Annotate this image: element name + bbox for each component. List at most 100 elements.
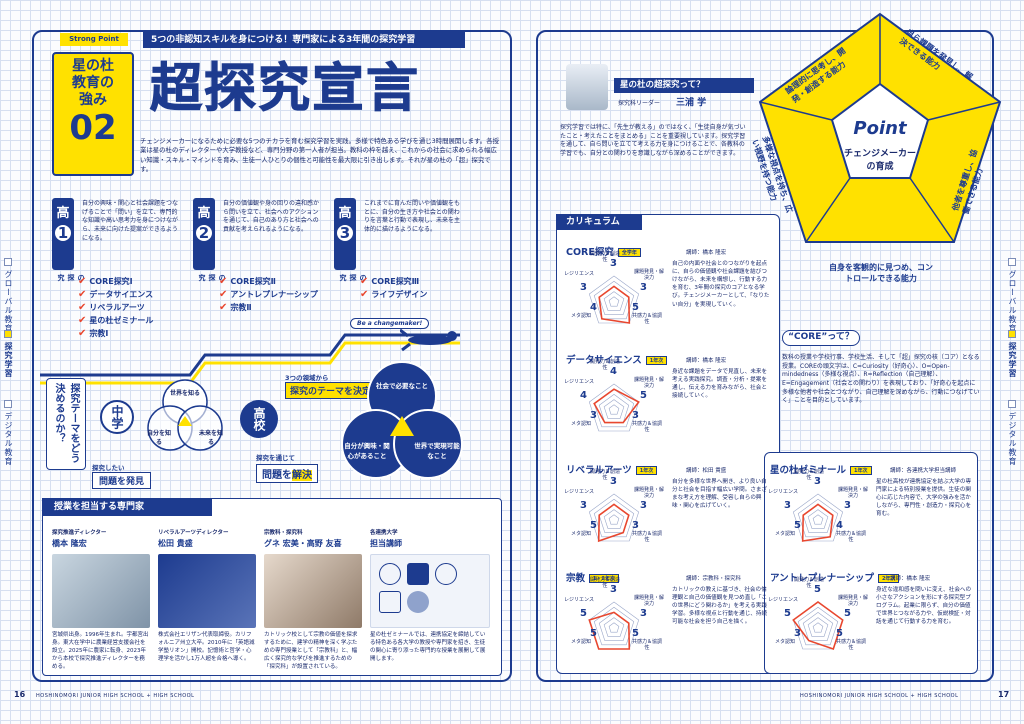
expert-role: 各連携大学 xyxy=(370,530,398,536)
header-banner: 5つの非認知スキルを身につける！専門家による3年間の探究学習 xyxy=(143,32,465,48)
radar-value: 5 xyxy=(784,608,791,619)
radar-axis-label: 課題発見・解決力 xyxy=(837,595,868,607)
radar-series xyxy=(588,611,631,650)
jhs-label: 中学 xyxy=(100,400,134,434)
radar-axis-label: 共感力＆協調性 xyxy=(631,313,662,325)
radar-chart xyxy=(588,601,640,650)
course-teacher: 講師：松田 貴盛 xyxy=(686,468,727,474)
q-role: 探究科リーダー xyxy=(618,100,661,107)
radar-value: 5 xyxy=(836,628,843,639)
strong-point-label: Strong Point xyxy=(60,33,128,46)
radar-axis-label: メタ認知 xyxy=(570,313,591,319)
course-check: アントレプレナーシップ xyxy=(219,289,329,300)
radar-axis-label: メタ認知 xyxy=(774,531,795,537)
radar-axis-label: 課題発見・解決力 xyxy=(633,377,664,389)
radar-grid xyxy=(603,509,625,529)
radar-grid xyxy=(797,498,839,538)
radar-series xyxy=(598,285,631,324)
tab-inquiry-right[interactable]: 探究学習 xyxy=(1008,342,1017,378)
tab-inquiry-left[interactable]: 探究学習 xyxy=(4,342,13,378)
radar-value: 3 xyxy=(610,476,617,487)
tab-square-active xyxy=(1008,330,1016,338)
radar-grid xyxy=(608,404,620,415)
expert-role: 探究推進ディレクター xyxy=(52,530,107,536)
course-check: ライフデザイン xyxy=(360,289,470,300)
radar-series xyxy=(801,503,834,542)
radar-value: 5 xyxy=(814,584,821,595)
expert-role: リベラルアーツディレクター xyxy=(158,530,229,536)
expert-bio: カトリック校として宗教の価値を探求するために、建学の精神を深く学ぶための専門授業… xyxy=(264,632,358,670)
radar-axis-label: 課題発見・解決力 xyxy=(633,595,664,607)
grade-k2: 1 xyxy=(55,225,71,241)
right-page-frame xyxy=(536,30,994,682)
course-check: 宗教Ⅱ xyxy=(219,302,329,313)
radar-grid xyxy=(792,493,844,542)
radar-axis-label: レジリエンス xyxy=(564,271,594,277)
tab-square xyxy=(4,258,12,266)
intro-text: チェンジメーカーになるために必要な5つのチカラを育む探究学習を実践。多様で特色あ… xyxy=(140,137,499,173)
radar-value: 3 xyxy=(610,584,617,595)
radar-chart xyxy=(588,383,640,432)
radar-grid xyxy=(807,617,829,637)
tab-square xyxy=(4,400,12,408)
radar-axis-label: 開発力＆創造性 xyxy=(589,577,620,589)
expert-card: 探究推進ディレクター 橋本 隆宏 宮城県出身。1996年生まれ。宇都宮出身。東大… xyxy=(52,530,152,670)
course-teacher: 講師：各連携大学担当講師 xyxy=(890,468,957,474)
footer-left: HOSHINOMORI JUNIOR HIGH SCHOOL + HIGH SC… xyxy=(36,693,195,699)
core-text: 数科の授業や学校行事、学校生活、そして「超」探究の核（コア）となる授業。CORE… xyxy=(782,354,980,405)
university-logo-icon xyxy=(379,563,401,585)
radar-value: 3 xyxy=(784,500,791,511)
radar-axis-label: メタ認知 xyxy=(570,421,591,427)
curriculum-box-left xyxy=(556,214,780,674)
radar-value: 3 xyxy=(590,410,597,421)
course-name: データサイエンス xyxy=(566,355,642,366)
university-logos xyxy=(370,554,490,628)
radar-value: 5 xyxy=(590,520,597,531)
tab-digital-right[interactable]: デジタル教育 xyxy=(1008,412,1017,466)
page-number-right: 17 xyxy=(998,690,1010,699)
course-grade: 1年次 xyxy=(645,356,668,365)
course-teacher: 講師：橋本 隆宏 xyxy=(686,250,727,256)
tab-global-right[interactable]: グローバル教育 xyxy=(1008,270,1017,333)
expert-card: リベラルアーツディレクター 松田 貴盛 株式会社エリザン代表取締役。カリフォルニ… xyxy=(158,530,258,662)
radar-grid xyxy=(603,617,625,637)
venn-large-label: 世界で実現可能なこと xyxy=(414,442,460,460)
course-desc: 身近な違和感を問いに変え、社会への小さなアクションを形にする探究型プログラム。起… xyxy=(876,587,972,626)
radar-grid xyxy=(802,612,834,641)
radar-grid xyxy=(608,296,620,307)
radar-axis-label: 共感力＆協調性 xyxy=(631,639,662,651)
course-grade: 2年次 xyxy=(877,574,900,583)
radar-value: 3 xyxy=(580,500,587,511)
tab-square xyxy=(1008,400,1016,408)
question-box: 探究テーマをどう決めるのか？ xyxy=(46,378,86,470)
course-check: CORE探究Ⅱ xyxy=(219,276,329,287)
radar-axis-label: 共感力＆協調性 xyxy=(835,639,866,651)
radar-grid xyxy=(608,514,620,525)
page-number-left: 16 xyxy=(14,690,26,699)
radar-axis-label: レジリエンス xyxy=(564,597,594,603)
radar-grid xyxy=(608,622,620,633)
course-teacher: 講師：橋本 隆宏 xyxy=(686,358,727,364)
expert-photo xyxy=(52,554,150,628)
three-areas-pre: 3つの領域から xyxy=(285,374,329,382)
radar-grid xyxy=(807,509,829,529)
course-name: CORE探究 xyxy=(566,247,614,258)
radar-value: 3 xyxy=(794,628,801,639)
radar-axis-label: 課題発見・解決力 xyxy=(633,487,664,499)
radar-value: 3 xyxy=(640,282,647,293)
tab-digital-left[interactable]: デジタル教育 xyxy=(4,412,13,466)
tab-global-left[interactable]: グローバル教育 xyxy=(4,270,13,333)
radar-axis-label: レジリエンス xyxy=(768,597,798,603)
radar-chart xyxy=(588,275,640,324)
radar-axis-label: 開発力＆創造性 xyxy=(793,469,824,481)
expert-name: 担当講師 xyxy=(370,538,402,548)
radar-axis-label: 共感力＆協調性 xyxy=(835,531,866,543)
grade-desc: これまでに育んだ問いや価値観をもとに、自分の生き方や社会との関わりを言葉と行動で… xyxy=(364,200,461,234)
radar-value: 5 xyxy=(580,608,587,619)
university-logo-icon xyxy=(407,591,429,613)
radar-value: 5 xyxy=(632,628,639,639)
three-areas: 探究のテーマを決定 xyxy=(285,382,377,399)
radar-value: 5 xyxy=(632,302,639,313)
